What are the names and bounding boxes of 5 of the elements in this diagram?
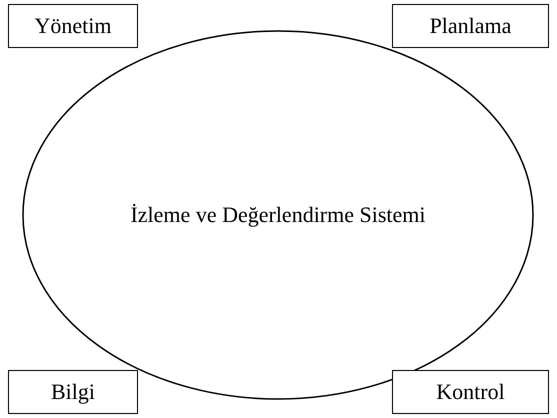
label-box: Yönetim [8, 4, 138, 48]
label-box: Bilgi [8, 370, 138, 414]
label-box: Kontrol [392, 370, 549, 414]
label-box: Planlama [392, 4, 549, 48]
ellipse-title: İzleme ve Değerlendirme Sistemi [130, 202, 426, 228]
